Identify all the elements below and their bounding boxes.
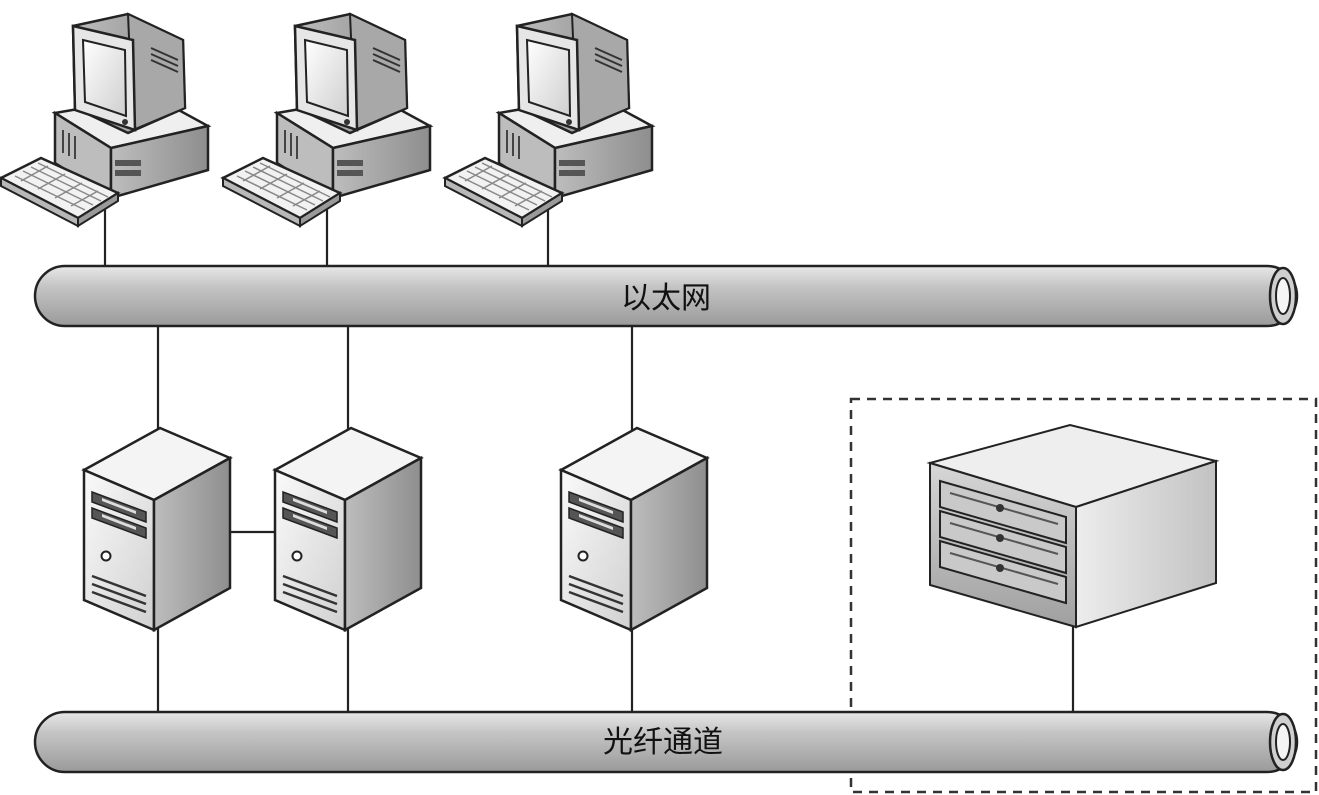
storage-boundary xyxy=(849,397,1318,794)
disk-array-icon xyxy=(929,424,1217,628)
connection-lines xyxy=(103,205,1075,712)
desktop-computer-icon xyxy=(221,12,432,228)
tower-server-icon xyxy=(82,426,232,632)
ethernet-bus: 以太网 xyxy=(33,264,1299,328)
tower-server-icon xyxy=(559,426,709,632)
desktop-computer-icon xyxy=(443,12,654,228)
fibre-channel-bus: 光纤通道 xyxy=(33,710,1299,774)
tower-server-icon xyxy=(273,426,423,632)
ethernet-bus-label: 以太网 xyxy=(621,281,711,316)
fibre-channel-bus-label: 光纤通道 xyxy=(603,725,723,760)
desktop-computer-icon xyxy=(0,12,210,228)
